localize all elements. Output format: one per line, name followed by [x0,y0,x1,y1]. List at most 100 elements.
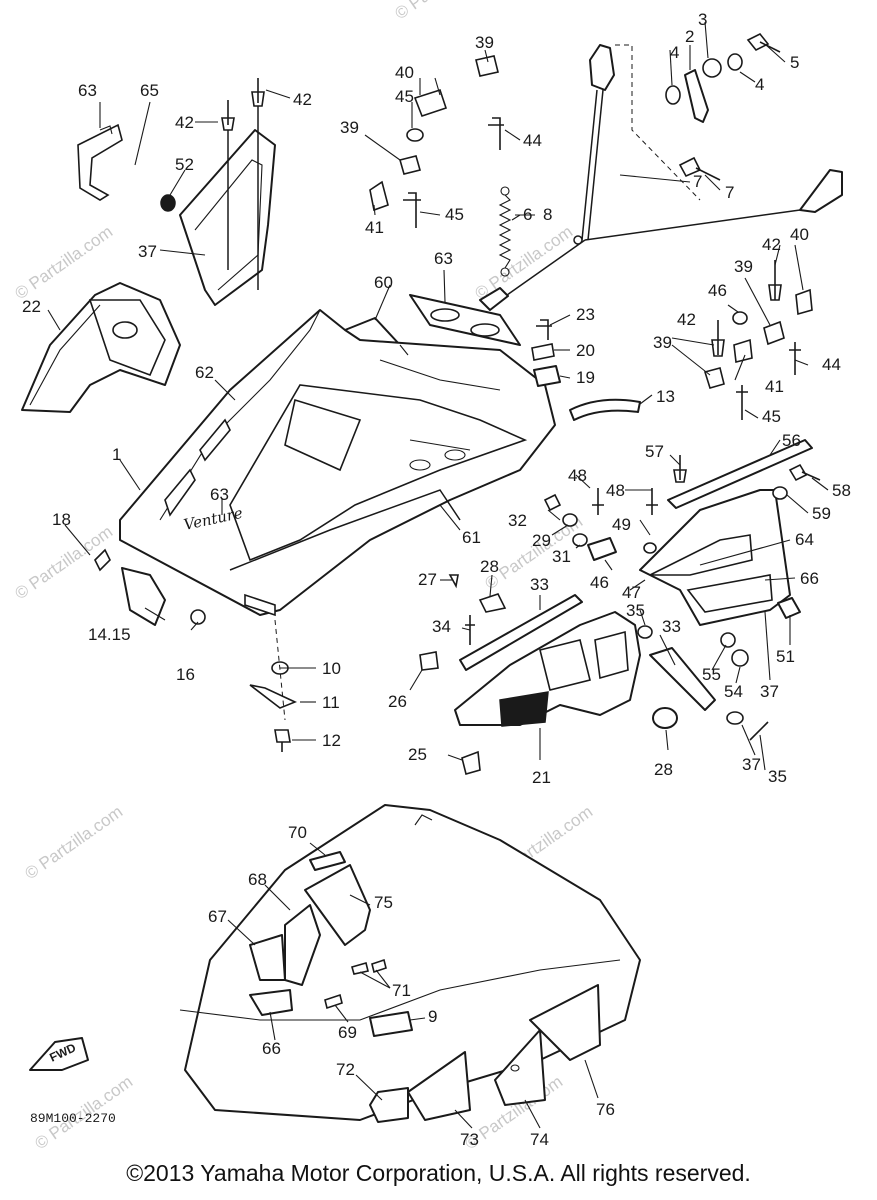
parts-18-19-20 [531,319,561,387]
lower-fairing-shell [179,804,641,1121]
bolts-42-top [221,78,265,131]
callout-25: 27 [418,570,437,589]
hardware-left-middle [94,548,507,775]
callout-50: 51 [776,647,795,666]
callout-60: 62 [195,363,214,382]
callout-18: 19 [576,368,595,387]
callout-44: 45 [762,407,781,426]
callout-36: 37 [742,755,761,774]
callout-63: 64 [795,530,814,549]
callout-66: 66 [262,1039,281,1058]
callout-12: 12 [322,731,341,750]
callout-10: 10 [322,659,341,678]
callout-76: 76 [596,1100,615,1119]
callout-39: 39 [340,118,359,137]
callout-56: 58 [832,481,851,500]
part-62-gasket [409,294,521,346]
callout-45: 45 [395,87,414,106]
part-7-rod-linkage [479,44,843,311]
callout-35: 35 [626,601,645,620]
hardware-2-3-4-5-6 [665,32,781,181]
callout-64: 66 [800,569,819,588]
callout-14-15: 14.15 [88,625,131,644]
clips-right-side [703,260,813,420]
callout-69: 69 [338,1023,357,1042]
callout-38: 37 [138,242,157,261]
callout-51: 52 [175,155,194,174]
callout-61: 63 [210,485,229,504]
callout-49: 49 [612,515,631,534]
hardware-right-middle [543,455,821,741]
part-21-inner-panel [454,611,678,729]
leader-lines [47,21,829,1129]
callout-44: 45 [445,205,464,224]
callout-3: 3 [698,10,707,29]
watermark: © Partzilla.com [11,222,116,303]
callout-22: 22 [22,297,41,316]
callout-9: 9 [428,1007,437,1026]
part-37-side-panel [639,489,791,626]
callout-67: 67 [208,907,227,926]
callout-54: 56 [782,431,801,450]
callout-1: 1 [112,445,121,464]
callout-43: 44 [822,355,841,374]
fwd-arrow-icon: FWD [29,1037,89,1071]
callout-34: 35 [768,767,787,786]
part-22-inner-panel [21,282,181,413]
callout-40: 40 [395,63,414,82]
callout-47: 47 [622,583,641,602]
callout-46: 46 [590,573,609,592]
watermark: © Partzilla [391,0,466,23]
diagram-code: 89M100-2270 [30,1111,116,1126]
part-13-strip [569,398,641,421]
callout-40: 40 [790,225,809,244]
callout-8: 6 [523,205,532,224]
callout-39: 39 [734,257,753,276]
callout-65: 65 [140,81,159,100]
callout-31: 33 [530,575,549,594]
callout-42: 42 [677,310,696,329]
callout-27: 28 [480,557,499,576]
callout-4: 4 [670,43,679,62]
callout-2: 2 [685,27,694,46]
callout-73: 73 [460,1130,479,1149]
callout-39: 39 [475,33,494,52]
callout-20: 23 [576,305,595,324]
callout-59: 61 [462,528,481,547]
lower-fairing-inner-panels [249,851,601,1123]
callout-33: 33 [662,617,681,636]
part-63-65-bracket [77,123,123,201]
callout-62: 63 [434,249,453,268]
callout-16: 16 [176,665,195,684]
callout-42: 42 [175,113,194,132]
callout-70: 70 [288,823,307,842]
callout-72: 72 [336,1060,355,1079]
callout-8: 8 [543,205,552,224]
callout-42: 42 [293,90,312,109]
callout-43: 44 [523,131,542,150]
part-1-fairing-body: Venture [119,309,556,617]
callout-48: 48 [568,466,587,485]
callout-39: 39 [653,333,672,352]
callout-11: 11 [322,693,340,712]
callout-53: 55 [702,665,721,684]
callout-48: 48 [606,481,625,500]
watermark: © Partzilla.com [471,222,576,303]
callout-63: 63 [78,81,97,100]
callout-41: 41 [765,377,784,396]
callout-23: 25 [408,745,427,764]
callout-labels: 63 65 52 22 37 42 42 39 40 45 39 44 45 4… [22,10,851,1149]
callout-29: 31 [552,547,571,566]
callout-58: 60 [374,273,393,292]
callout-19: 20 [576,341,595,360]
callout-32: 34 [432,617,451,636]
callout-24: 26 [388,692,407,711]
callout-68: 68 [248,870,267,889]
callout-6: 7 [725,183,734,202]
copyright-notice: ©2013 Yamaha Motor Corporation, U.S.A. A… [126,1160,751,1186]
callout-75: 75 [374,893,393,912]
part-38-stay-panel [160,100,276,306]
callout-17: 18 [52,510,71,529]
callout-42: 42 [762,235,781,254]
